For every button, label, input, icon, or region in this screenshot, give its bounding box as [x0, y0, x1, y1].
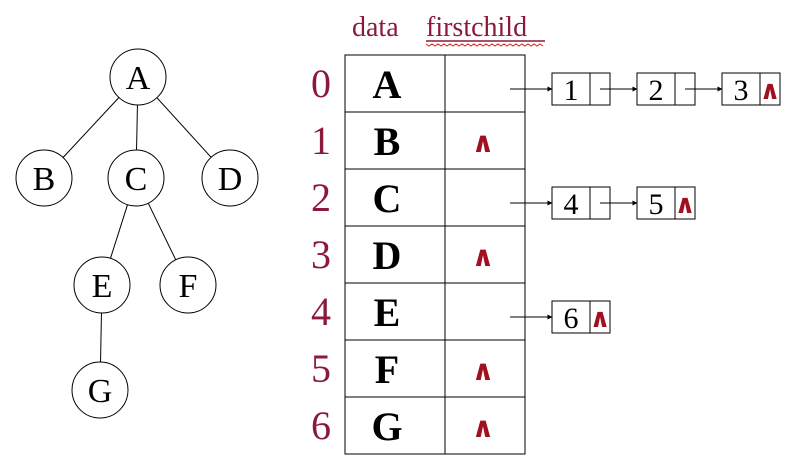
- tree-node-d: [201, 149, 259, 207]
- tree-edge-c-f: [147, 202, 177, 261]
- firstchild-cell: [444, 168, 526, 227]
- header-data-label: data: [352, 12, 399, 43]
- null-pointer: ∧: [472, 128, 495, 159]
- null-pointer: ∧: [472, 356, 495, 387]
- tree-node-label: E: [92, 268, 113, 305]
- data-value: A: [373, 62, 402, 107]
- header-firstchild-label: firstchild: [426, 12, 527, 43]
- null-pointer: ∧: [472, 413, 495, 444]
- tree-node-label: D: [218, 161, 243, 198]
- data-cell: [344, 339, 446, 398]
- tree-edge-c-e: [110, 204, 128, 259]
- firstchild-cell: [444, 225, 526, 284]
- row-index: 0: [311, 61, 331, 106]
- firstchild-cell: [444, 54, 526, 113]
- list-node-data: [551, 186, 591, 220]
- row-index: 1: [311, 118, 331, 163]
- data-value: F: [375, 347, 399, 392]
- list-node-value: 5: [649, 188, 664, 221]
- list-node-value: 6: [564, 302, 579, 335]
- list-node-value: 1: [564, 74, 579, 107]
- firstchild-cell: [444, 282, 526, 341]
- data-cell: [344, 168, 446, 227]
- null-pointer: ∧: [589, 304, 610, 333]
- child-lists: 1 2 3 ∧ 4 5 ∧ 6 ∧: [510, 72, 781, 335]
- row-index: 2: [311, 175, 331, 220]
- tree-node-a: [109, 48, 167, 106]
- list-node-next: [674, 186, 696, 220]
- list-node-next: [759, 72, 781, 106]
- data-cell: [344, 396, 446, 455]
- tree-node-g: [71, 361, 129, 419]
- data-value: E: [374, 290, 401, 335]
- tree-node-label: F: [179, 268, 198, 305]
- tree-node-label: C: [125, 161, 148, 198]
- firstchild-cell: [444, 111, 526, 170]
- tree-node-c: [107, 149, 165, 207]
- tree-edge-a-d: [156, 97, 212, 158]
- list-node-data: [551, 300, 591, 334]
- row-index: 4: [311, 289, 331, 334]
- spellcheck-squiggle: [425, 43, 544, 47]
- data-value: G: [371, 404, 402, 449]
- list-node-value: 2: [649, 74, 664, 107]
- tree-node-e: [73, 256, 131, 314]
- tree-node-label: A: [126, 60, 151, 97]
- list-node-data: [721, 72, 761, 106]
- data-cell: [344, 282, 446, 341]
- list-node-data: [636, 186, 676, 220]
- tree: A B C D E F G: [15, 48, 259, 419]
- list-node-data: [636, 72, 676, 106]
- row-index: 5: [311, 346, 331, 391]
- firstchild-cell: [444, 396, 526, 455]
- row-index: 3: [311, 232, 331, 277]
- tree-node-label: B: [33, 161, 56, 198]
- tree-edge-a-c: [136, 104, 138, 151]
- null-pointer: ∧: [759, 76, 780, 105]
- tree-edge-e-g: [100, 312, 102, 363]
- row-index: 6: [311, 403, 331, 448]
- data-value: C: [373, 176, 402, 221]
- null-pointer: ∧: [472, 242, 495, 273]
- firstchild-cell: [444, 339, 526, 398]
- data-value: D: [373, 233, 402, 278]
- list-node-data: [551, 72, 591, 106]
- list-node-next: [589, 300, 611, 334]
- tree-edge-a-b: [62, 97, 120, 158]
- list-node-value: 4: [564, 188, 579, 221]
- data-cell: [344, 225, 446, 284]
- tree-node-b: [15, 149, 73, 207]
- tree-node-f: [159, 256, 217, 314]
- data-value: B: [374, 119, 401, 164]
- null-pointer: ∧: [674, 190, 695, 219]
- list-node-value: 3: [734, 74, 749, 107]
- tree-node-label: G: [88, 373, 113, 410]
